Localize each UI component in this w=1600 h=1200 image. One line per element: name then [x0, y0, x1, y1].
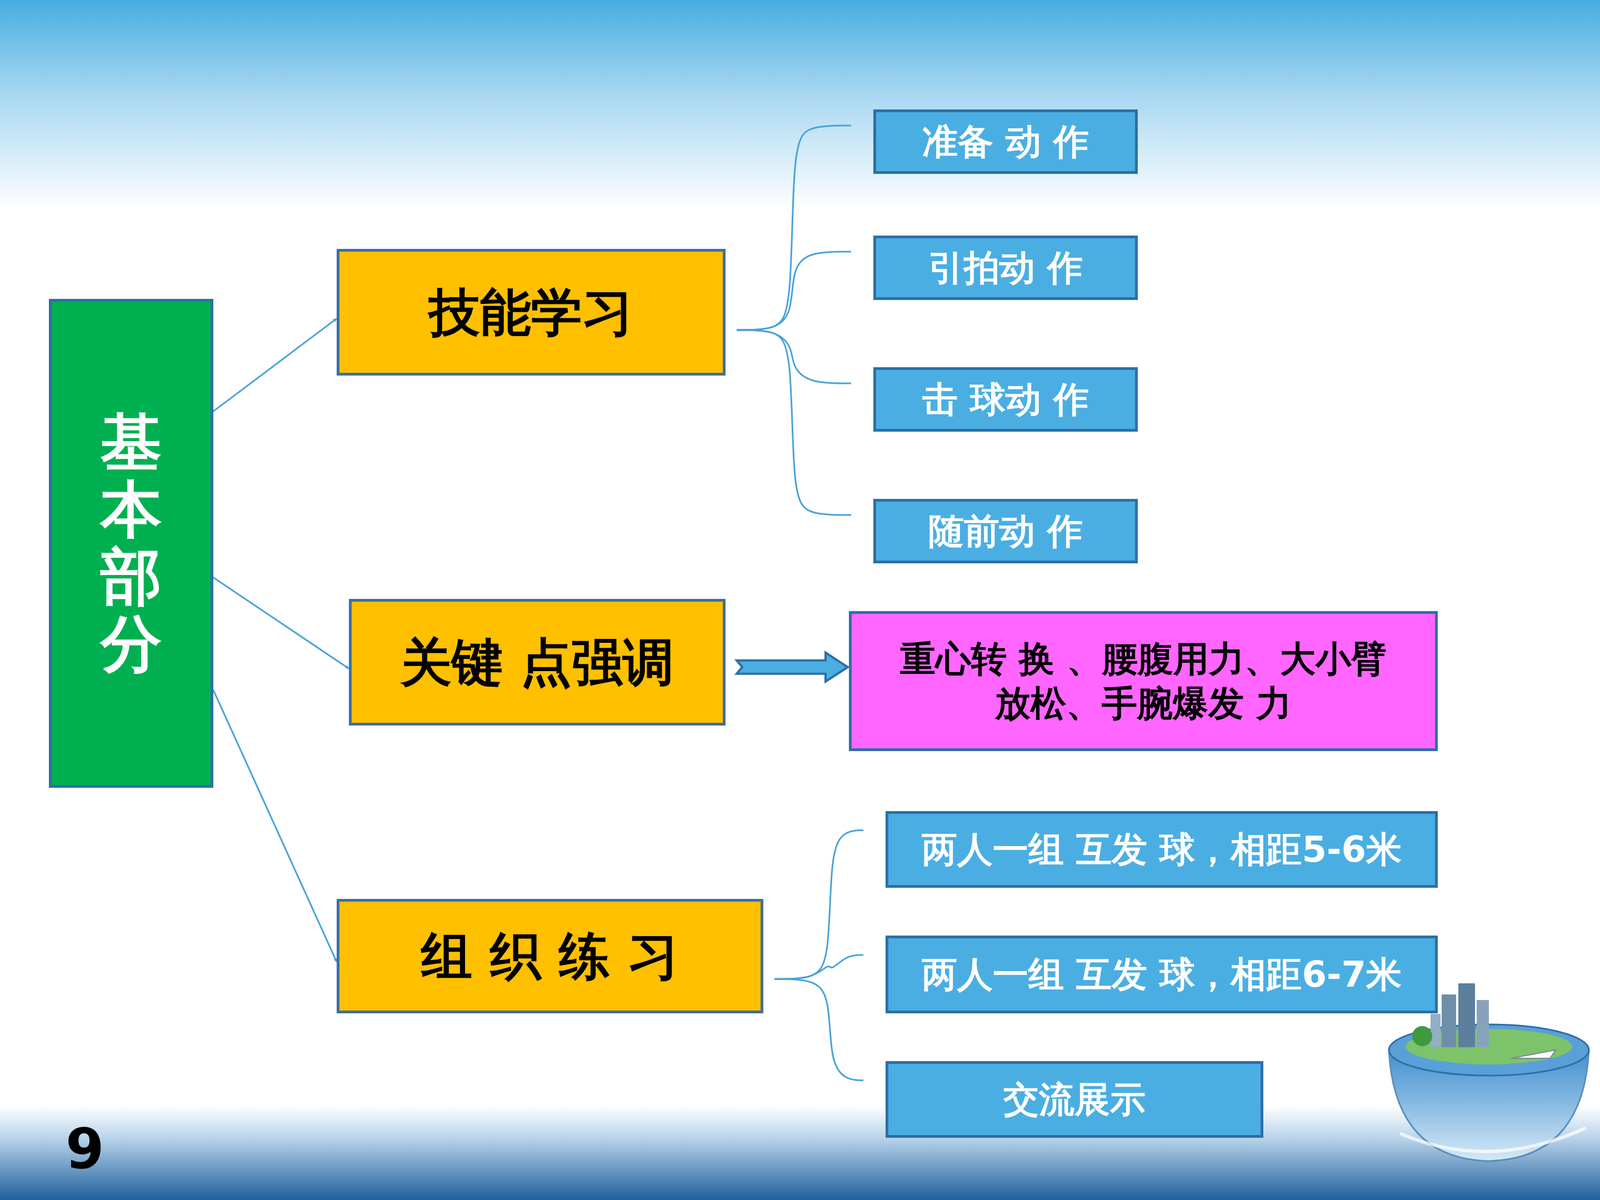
brace-line	[736, 330, 852, 384]
node-label: 准备 动 作	[922, 119, 1090, 164]
category-box: 技能学习	[336, 248, 726, 376]
brace-line	[736, 125, 852, 330]
branch-line	[213, 318, 337, 412]
sea-band	[0, 1105, 1600, 1200]
branch-line	[213, 577, 349, 669]
brace-line	[736, 251, 852, 330]
node-label: 击 球动 作	[922, 377, 1090, 422]
step-box: 准备 动 作	[873, 109, 1138, 174]
node-label: 技能学习	[428, 280, 634, 345]
step-box: 两人一组 互发 球，相距6-7米	[885, 935, 1438, 1014]
brace-line	[774, 978, 864, 1080]
node-label: 关键 点强调	[400, 630, 674, 695]
node-label: 两人一组 互发 球，相距6-7米	[921, 952, 1402, 997]
branch-line	[213, 690, 337, 962]
node-label: 交流展示	[1003, 1077, 1146, 1122]
block-arrow	[736, 652, 848, 682]
brace-line	[736, 330, 852, 515]
page-number: 9	[65, 1116, 105, 1182]
node-label: 引拍动 作	[928, 245, 1083, 290]
brace-line	[774, 830, 864, 980]
node-label: 随前动 作	[928, 508, 1083, 554]
node-label: 两人一组 互发 球，相距5-6米	[921, 827, 1402, 872]
node-label: 重心转 换 、腰腹用力、大小臂 放松、手腕爆发 力	[879, 636, 1408, 726]
node-label: 组 织 练 习	[421, 924, 679, 989]
sky-band	[0, 0, 1600, 212]
category-box: 关键 点强调	[348, 598, 726, 726]
brace-line	[774, 955, 864, 979]
step-box: 引拍动 作	[873, 235, 1138, 300]
category-box: 组 织 练 习	[336, 898, 764, 1014]
node-label: 基本部分	[100, 408, 162, 678]
section-box: 基本部分	[48, 298, 214, 788]
step-box: 击 球动 作	[873, 367, 1138, 432]
step-box: 两人一组 互发 球，相距5-6米	[885, 811, 1438, 888]
emphasis-box: 重心转 换 、腰腹用力、大小臂 放松、手腕爆发 力	[848, 611, 1438, 752]
step-box: 随前动 作	[873, 498, 1138, 564]
step-box: 交流展示	[885, 1061, 1264, 1138]
